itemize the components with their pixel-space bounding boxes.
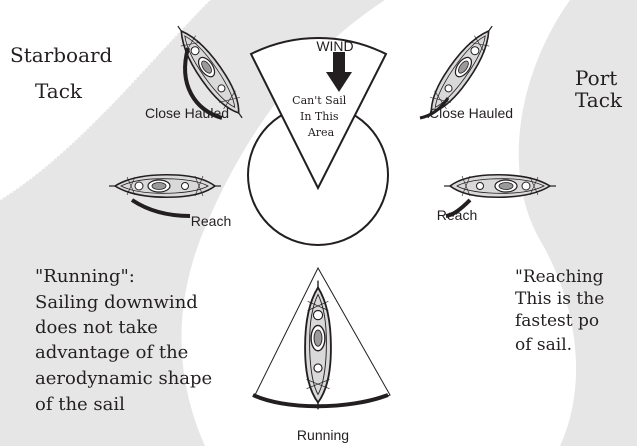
wind-label: WIND — [316, 38, 353, 54]
reach-right-label: Reach — [437, 207, 477, 223]
reach-left-label: Reach — [191, 213, 231, 229]
close-hauled-right-label: Close Hauled — [429, 105, 513, 121]
close-hauled-left-label: Close Hauled — [145, 105, 229, 121]
port-tack-label: Port Tack — [575, 66, 624, 112]
starboard-tack-label: Starboard Tack — [10, 43, 119, 103]
running-label: Running — [297, 427, 349, 443]
